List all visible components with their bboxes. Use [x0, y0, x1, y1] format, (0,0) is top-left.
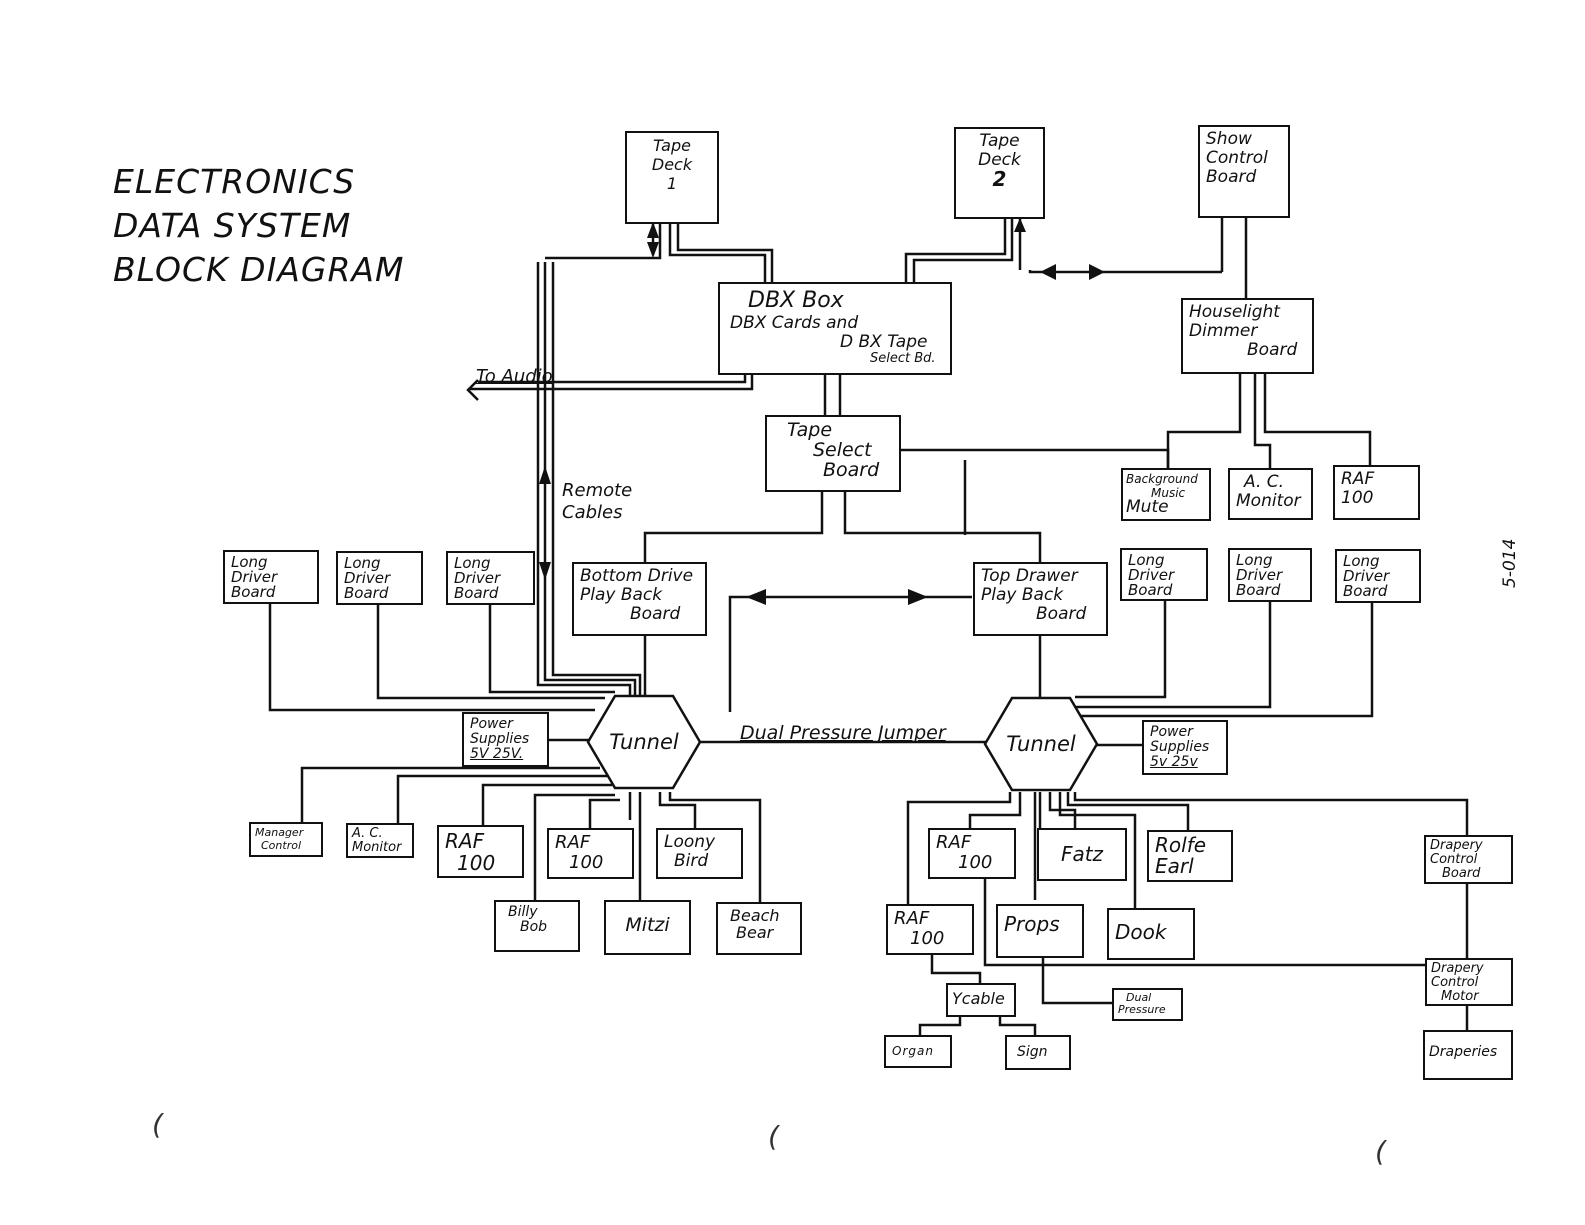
- hexagon-shape: [586, 694, 702, 790]
- block-organ: Organ: [884, 1035, 952, 1068]
- label-to-audio: To Audio: [476, 366, 553, 387]
- block-sign: Sign: [1005, 1035, 1071, 1070]
- block-dook: Dook: [1107, 908, 1195, 960]
- block-ycable: Ycable: [946, 983, 1016, 1017]
- label-page-code: 5-014: [1500, 538, 1520, 588]
- block-ac-monitor-top: A. C.Monitor: [1228, 468, 1313, 520]
- hexagon-shape: [983, 696, 1099, 792]
- title-line-3: BLOCK DIAGRAM: [113, 250, 405, 289]
- block-fatz: Fatz: [1037, 828, 1127, 881]
- tunnel-right-hub: Tunnel: [982, 696, 1100, 792]
- label-dual-pressure-jumper: Dual Pressure Jumper: [740, 722, 946, 744]
- tunnel-left-label: Tunnel: [609, 730, 679, 754]
- block-draperies: Draperies: [1423, 1030, 1513, 1080]
- tunnel-left-hub: Tunnel: [585, 694, 703, 790]
- scan-mark-2: (: [768, 1120, 779, 1153]
- title-line-1: ELECTRONICS: [113, 162, 356, 201]
- scan-mark-3: (: [1375, 1135, 1386, 1168]
- diagram-title: ELECTRONICS DATA SYSTEM BLOCK DIAGRAM: [113, 160, 404, 292]
- block-ac-monitor-left: A. C.Monitor: [346, 823, 414, 858]
- block-props: Props: [996, 904, 1084, 958]
- tunnel-right-label: Tunnel: [1006, 732, 1076, 756]
- label-remote-cables: Remote Cables: [562, 480, 633, 523]
- title-line-2: DATA SYSTEM: [113, 206, 352, 245]
- block-mitzi: Mitzi: [604, 900, 691, 955]
- block-dbx-box: DBX Box DBX Cards and D BX Tape Select B…: [718, 282, 952, 375]
- scan-mark-1: (: [152, 1108, 163, 1141]
